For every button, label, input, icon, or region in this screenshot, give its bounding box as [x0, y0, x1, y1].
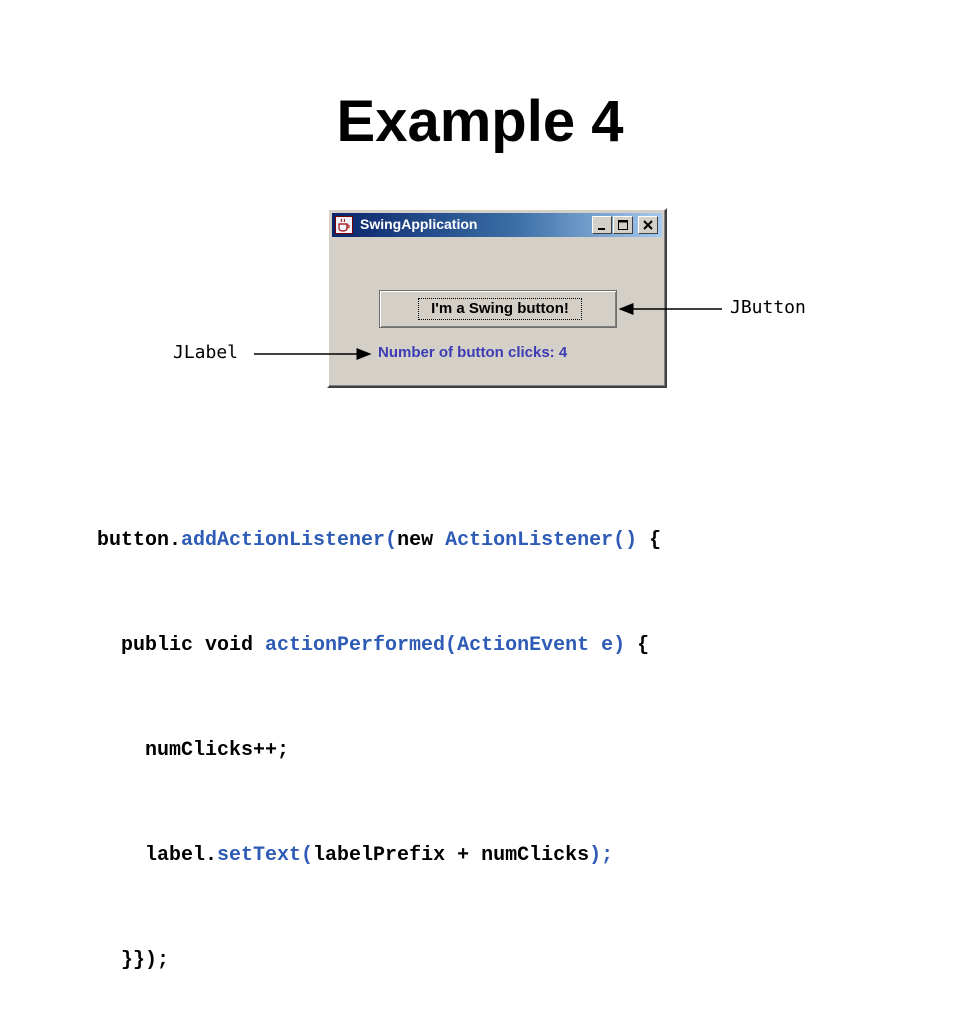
code-token: { [637, 634, 650, 657]
window-title: SwingApplication [360, 216, 478, 232]
code-token: labelPrefix + numClicks [313, 844, 590, 867]
code-line-3: numClicks++; [97, 733, 661, 768]
click-count-label: Number of button clicks: 4 [378, 344, 568, 361]
code-line-5: }}); [97, 943, 661, 978]
jbutton-callout: JButton [730, 297, 806, 318]
maximize-icon [618, 220, 628, 230]
minimize-button[interactable] [592, 216, 612, 234]
slide-title: Example 4 [336, 89, 624, 154]
code-block: button.addActionListener(new ActionListe… [97, 453, 661, 1013]
close-icon [643, 220, 653, 230]
java-cup-icon [335, 216, 353, 234]
code-line-4: label.setText(labelPrefix + numClicks); [97, 838, 661, 873]
swing-window: SwingApplication I'm a Swing button! Num… [327, 208, 667, 388]
jlabel-callout: JLabel [173, 342, 239, 363]
minimize-icon [598, 228, 605, 230]
code-token: ); [589, 844, 614, 867]
code-token: }}); [97, 949, 170, 972]
code-token: new [397, 529, 446, 552]
code-token: label. [97, 844, 218, 867]
swing-button-label: I'm a Swing button! [418, 298, 582, 320]
code-line-2: public void actionPerformed(ActionEvent … [97, 628, 661, 663]
code-token: addActionListener( [181, 529, 398, 552]
maximize-button[interactable] [613, 216, 633, 234]
code-token: public void [97, 634, 266, 657]
code-token: numClicks++; [97, 739, 290, 762]
code-token: { [649, 529, 662, 552]
code-token: actionPerformed(ActionEvent e) [265, 634, 638, 657]
code-token: setText( [217, 844, 314, 867]
window-titlebar[interactable]: SwingApplication [332, 213, 662, 237]
code-token: button. [97, 529, 182, 552]
code-token: ActionListener() [445, 529, 650, 552]
swing-button[interactable]: I'm a Swing button! [379, 290, 617, 328]
close-button[interactable] [638, 216, 658, 234]
code-line-1: button.addActionListener(new ActionListe… [97, 523, 661, 558]
